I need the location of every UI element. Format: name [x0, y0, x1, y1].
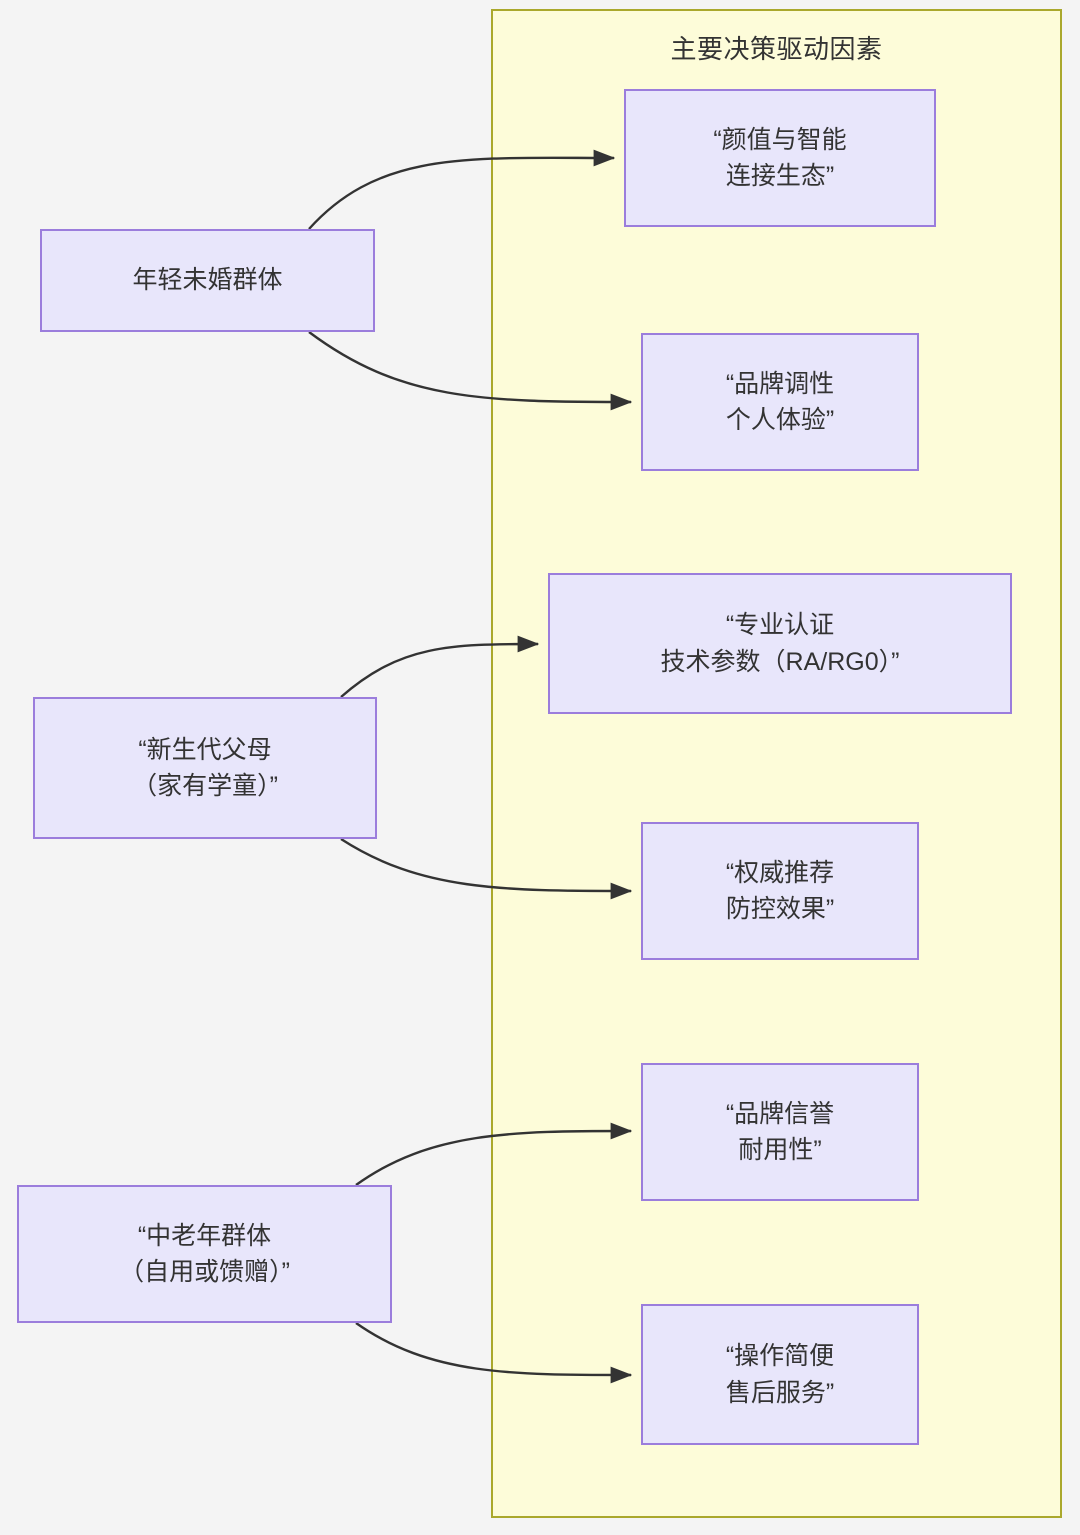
driver-node-brand-tone-personal-experience[interactable]: “品牌调性 个人体验”: [641, 333, 919, 471]
panel-title: 主要决策驱动因素: [670, 34, 883, 64]
driver-node-professional-certification-specs[interactable]: “专业认证 技术参数（RA/RG0）”: [548, 573, 1012, 714]
driver-node-authoritative-recommendation-prevention[interactable]: “权威推荐 防控效果”: [641, 822, 919, 960]
decision-drivers-panel: 主要决策驱动因素: [491, 9, 1062, 1518]
driver-node-appearance-smart-ecosystem[interactable]: “颜值与智能 连接生态”: [624, 89, 936, 227]
driver-node-brand-reputation-durability[interactable]: “品牌信誉 耐用性”: [641, 1063, 919, 1201]
segment-node-new-generation-parents[interactable]: “新生代父母 （家有学童）”: [33, 697, 377, 839]
driver-node-easy-operation-after-sales[interactable]: “操作简便 售后服务”: [641, 1304, 919, 1445]
segment-node-young-unmarried[interactable]: 年轻未婚群体: [40, 229, 375, 332]
segment-node-middle-aged-elderly[interactable]: “中老年群体 （自用或馈赠）”: [17, 1185, 392, 1323]
